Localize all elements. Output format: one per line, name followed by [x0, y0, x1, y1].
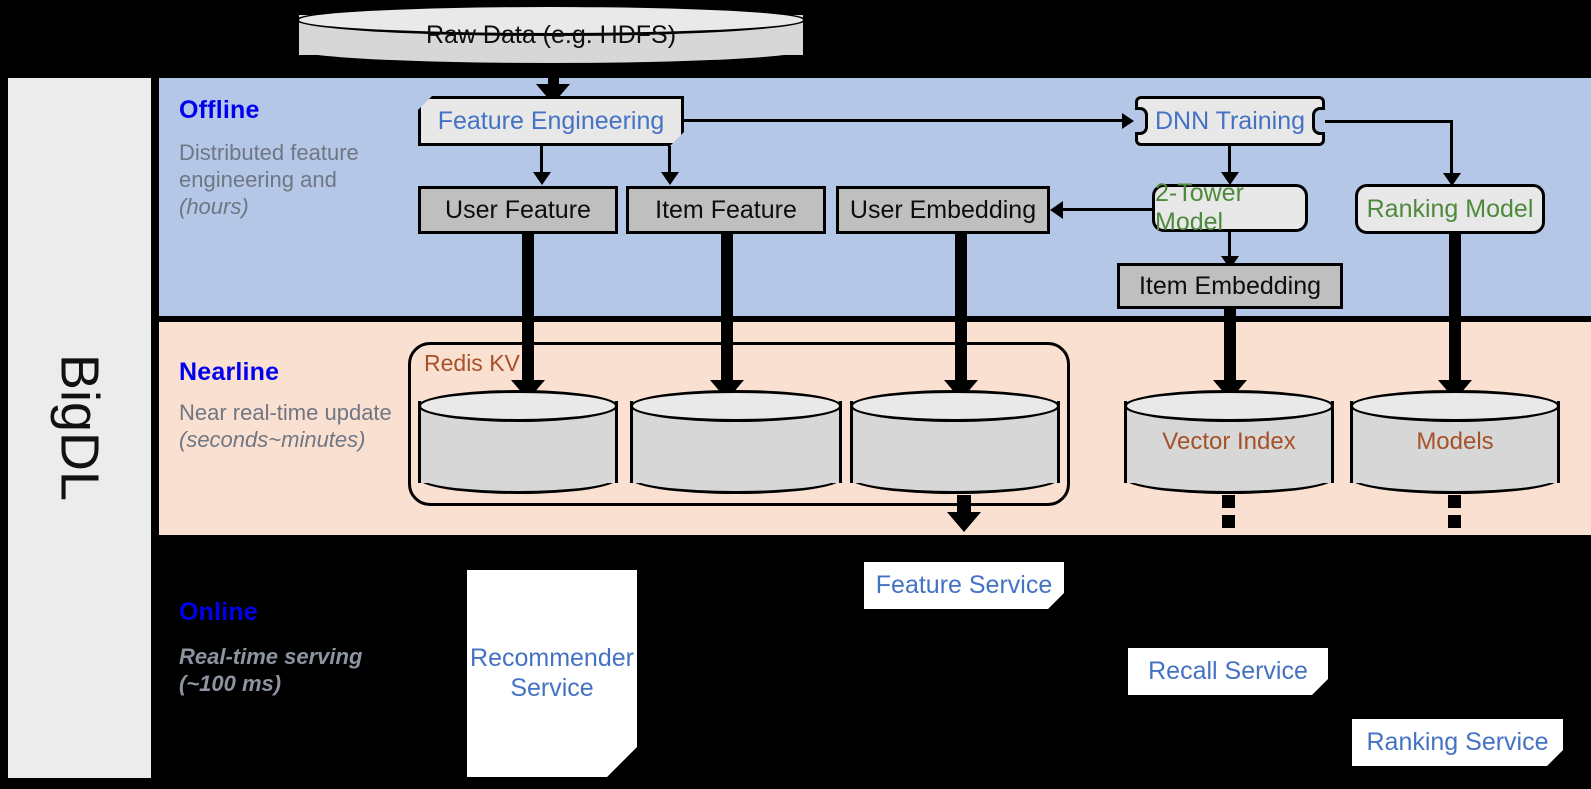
user-embedding-box[interactable]: User Embedding	[836, 186, 1050, 234]
online-subtitle: Real-time serving (~100 ms)	[179, 644, 379, 698]
user-feature-box[interactable]: User Feature	[418, 186, 618, 234]
stub-vectorindex-a	[1222, 495, 1235, 508]
bigdl-rail: BigDL	[8, 78, 151, 778]
stub-models-a	[1448, 495, 1461, 508]
arrow-dnn-twotower-shaft	[1228, 146, 1231, 176]
arrow-fe-dnn-shaft	[684, 119, 1124, 122]
cylinder-top	[296, 4, 806, 36]
pipe-store3-featureservice-shaft	[957, 495, 971, 513]
cylinder-top	[418, 390, 618, 422]
ranking-model-label: Ranking Model	[1366, 194, 1534, 223]
arrow-fe-dnn-head	[1122, 113, 1134, 129]
user-embedding-label: User Embedding	[849, 195, 1037, 224]
arrow-dnn-ranking-head	[1443, 173, 1461, 186]
user-feature-label: User Feature	[445, 195, 591, 224]
pipe-itemfeature-store2	[721, 234, 733, 386]
nearline-subtitle-em: (seconds~minutes)	[179, 426, 366, 452]
feature-engineering-label: Feature Engineering	[437, 106, 665, 135]
pipe-rankingmodel-models	[1449, 234, 1461, 386]
arrow-fe-userfeature-shaft	[540, 146, 543, 174]
arrow-dnn-ranking-h	[1325, 120, 1453, 123]
two-tower-model-label: 2-Tower Model	[1155, 179, 1244, 236]
feature-service-doc[interactable]: Feature Service	[864, 562, 1064, 609]
item-embedding-box[interactable]: Item Embedding	[1117, 263, 1343, 309]
offline-title: Offline	[179, 96, 260, 124]
arrow-twotower-userembedding-shaft	[1063, 208, 1153, 211]
feature-service-label: Feature Service	[875, 570, 1053, 599]
arrow-dnn-twotower-head	[1221, 172, 1239, 185]
offline-subtitle-em: (hours)	[179, 193, 249, 219]
item-feature-label: Item Feature	[655, 195, 797, 224]
feature-engineering-box[interactable]: Feature Engineering	[418, 96, 684, 146]
bigdl-label: BigDL	[49, 354, 110, 502]
nearline-subtitle: Near real-time update (seconds~minutes)	[179, 400, 404, 454]
redis-store-1[interactable]	[418, 390, 618, 494]
online-subtitle-em: (~100 ms)	[179, 670, 282, 696]
pipe-itemembedding-vectorindex	[1224, 309, 1236, 386]
online-subtitle-text: Real-time serving	[179, 644, 363, 669]
arrow-fe-userfeature-head	[533, 172, 551, 185]
cylinder-top	[850, 390, 1060, 422]
ranking-model-box[interactable]: Ranking Model	[1355, 184, 1545, 234]
stub-models-b	[1448, 515, 1461, 528]
raw-data-cylinder: Raw Data (e.g. HDFS)	[296, 4, 806, 66]
offline-subtitle-text: Distributed feature engineering and	[179, 140, 359, 192]
vector-index-label: Vector Index	[1162, 428, 1296, 455]
models-cylinder[interactable]: Models	[1350, 390, 1560, 494]
redis-store-3[interactable]	[850, 390, 1060, 494]
ranking-service-doc[interactable]: Ranking Service	[1352, 719, 1563, 766]
models-label: Models	[1416, 428, 1494, 455]
cylinder-top	[1124, 390, 1334, 422]
nearline-subtitle-text: Near real-time update	[179, 400, 392, 425]
redis-store-3-label	[850, 390, 1060, 494]
redis-store-2[interactable]	[630, 390, 842, 494]
pipe-userembedding-store3	[955, 234, 967, 386]
pipe-userfeature-store1	[522, 234, 534, 386]
recommender-service-label: Recommender Service	[470, 644, 634, 702]
nearline-title: Nearline	[179, 358, 280, 386]
item-feature-box[interactable]: Item Feature	[626, 186, 826, 234]
arrow-fe-itemfeature-head	[661, 172, 679, 185]
offline-subtitle: Distributed feature engineering and (hou…	[179, 140, 379, 220]
dnn-training-box[interactable]: DNN Training	[1135, 96, 1325, 146]
recall-service-doc[interactable]: Recall Service	[1128, 648, 1328, 695]
pipe-store3-featureservice-head	[947, 512, 981, 532]
arrow-dnn-ranking-v	[1450, 120, 1453, 176]
dnn-training-label: DNN Training	[1154, 106, 1306, 135]
cylinder-top	[630, 390, 842, 422]
online-title: Online	[179, 598, 258, 626]
redis-store-1-label	[418, 390, 618, 494]
arrow-rawdata-shaft	[548, 66, 559, 86]
arrow-fe-itemfeature-shaft	[668, 146, 671, 174]
redis-store-2-label	[630, 390, 842, 494]
two-tower-model-box[interactable]: 2-Tower Model	[1152, 179, 1308, 236]
arrow-twotower-userembedding-head	[1050, 201, 1063, 219]
raw-data-label: Raw Data (e.g. HDFS)	[425, 20, 677, 49]
item-embedding-label: Item Embedding	[1138, 271, 1322, 300]
stub-vectorindex-b	[1222, 515, 1235, 528]
recall-service-label: Recall Service	[1148, 656, 1308, 685]
cylinder-top	[1350, 390, 1560, 422]
recommender-service-doc[interactable]: Recommender Service	[467, 570, 637, 777]
vector-index-cylinder[interactable]: Vector Index	[1124, 390, 1334, 494]
arrow-twotower-itemembedding-shaft	[1228, 232, 1231, 260]
redis-kv-group	[408, 342, 1070, 506]
ranking-service-label: Ranking Service	[1366, 727, 1549, 756]
redis-kv-label: Redis KV	[424, 350, 520, 376]
